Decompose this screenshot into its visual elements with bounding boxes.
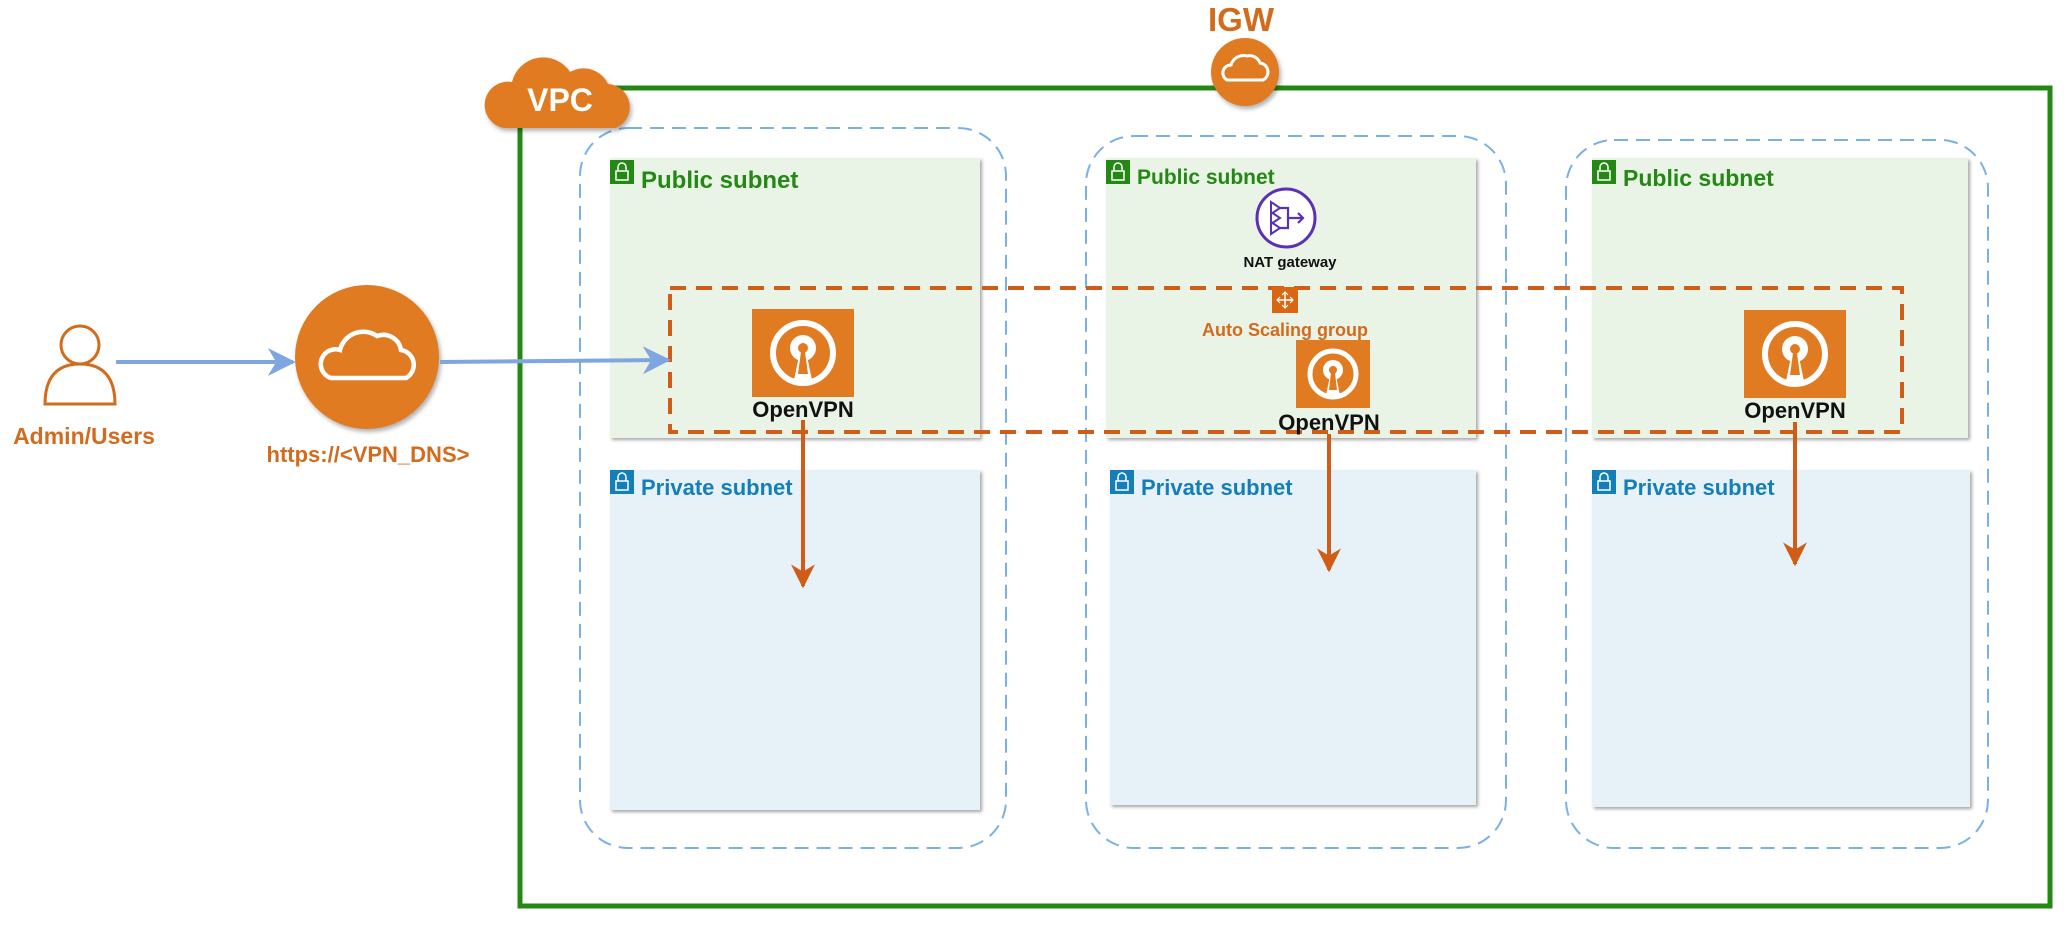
vpn-endpoint-label: https://<VPN_DNS> (267, 442, 470, 467)
public-subnet-label-2: Public subnet (1137, 166, 1275, 189)
lock-icon (1592, 470, 1616, 494)
openvpn-icon (752, 309, 854, 397)
openvpn-label-3: OpenVPN (1744, 398, 1845, 423)
private-subnet-3 (1592, 470, 1970, 807)
lock-icon (1106, 160, 1130, 184)
nat-gateway-icon (1255, 187, 1317, 249)
openvpn-label-2: OpenVPN (1278, 410, 1379, 435)
igw-label: IGW (1208, 1, 1275, 38)
auto-scaling-group-label: Auto Scaling group (1202, 320, 1368, 340)
openvpn-icon (1744, 310, 1846, 398)
internet-gateway-icon (1211, 38, 1279, 106)
private-subnet-1 (610, 470, 980, 810)
user-icon (43, 324, 117, 406)
openvpn-icon (1296, 340, 1370, 408)
az-container-3 (1565, 139, 1989, 849)
private-subnet-2 (1110, 470, 1476, 805)
vpc-cloud-icon (484, 57, 630, 128)
auto-scaling-icon (1272, 287, 1298, 313)
lock-icon (1592, 160, 1616, 184)
vpc-label: VPC (527, 82, 593, 118)
public-subnet-label-3: Public subnet (1623, 165, 1774, 191)
private-subnet-label-3: Private subnet (1623, 475, 1775, 500)
private-subnet-label-2: Private subnet (1141, 475, 1293, 500)
az-container-1 (579, 127, 1007, 849)
lock-icon (1110, 470, 1134, 494)
nat-gateway-label: NAT gateway (1243, 254, 1337, 271)
vpn-endpoint-cloud-icon (295, 285, 439, 429)
lock-icon (610, 470, 634, 494)
arrow-endpoint-to-openvpn (439, 346, 671, 375)
az-container-2 (1085, 135, 1507, 849)
public-subnet-label-1: Public subnet (641, 167, 798, 194)
openvpn-label-1: OpenVPN (752, 397, 853, 422)
private-subnet-label-1: Private subnet (641, 475, 793, 500)
lock-icon (610, 160, 634, 184)
admin-users-label: Admin/Users (13, 423, 155, 449)
